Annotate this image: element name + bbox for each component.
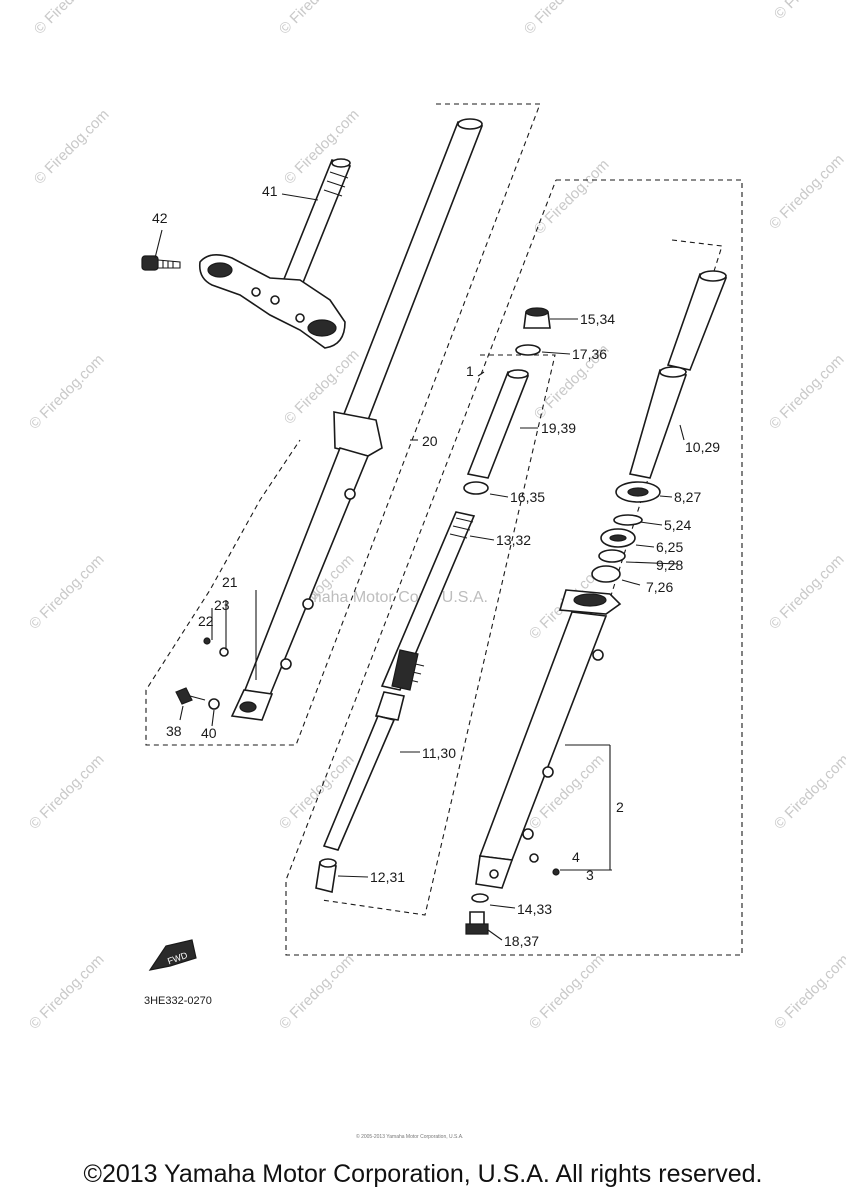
- watermark: © Firedog.com: [26, 951, 108, 1033]
- callout-9-28: 9,28: [656, 557, 683, 573]
- under-bracket: [198, 158, 352, 349]
- callout-19-39: 19,39: [541, 420, 576, 436]
- watermark: © Firedog.com: [276, 0, 358, 38]
- watermark: © Firedog.com: [771, 951, 846, 1033]
- callout-18-37: 18,37: [504, 933, 539, 949]
- callout-5-24: 5,24: [664, 517, 691, 533]
- callout-38: 38: [166, 723, 182, 739]
- fwd-arrow-icon: FWD: [148, 939, 197, 971]
- right-fork-assembly-boundary: [285, 179, 743, 956]
- leader-lines: [154, 193, 685, 941]
- callout-10-29: 10,29: [685, 439, 720, 455]
- callout-22: 22: [198, 613, 214, 629]
- callout-13-32: 13,32: [496, 532, 531, 548]
- assembly-boundaries: [145, 103, 743, 956]
- callout-14-33: 14,33: [517, 901, 552, 917]
- callout-17-36: 17,36: [572, 346, 607, 362]
- watermark: © Firedog.com: [526, 951, 608, 1033]
- copyright-footer: ©2013 Yamaha Motor Corporation, U.S.A. A…: [83, 1160, 763, 1188]
- watermark: © Firedog.com: [766, 351, 846, 433]
- callout-42: 42: [152, 210, 168, 226]
- diagram-code: 3HE332-0270: [144, 995, 212, 1007]
- callout-6-25: 6,25: [656, 539, 683, 555]
- center-watermark: Yamaha Motor Corp. U.S.A.: [290, 589, 488, 606]
- front-fork-exploded-diagram: © Firedog.com © Firedog.com © Firedog.co…: [26, 0, 846, 1140]
- callout-7-26: 7,26: [646, 579, 673, 595]
- watermark: © Firedog.com: [521, 0, 603, 38]
- callout-15-34: 15,34: [580, 311, 615, 327]
- watermark: © Firedog.com: [766, 151, 846, 233]
- watermark: © Firedog.com: [31, 106, 113, 188]
- watermark-layer: © Firedog.com © Firedog.com © Firedog.co…: [26, 0, 846, 1033]
- callout-11-30: 11,30: [422, 745, 456, 761]
- callout-21: 21: [222, 574, 238, 590]
- callout-8-27: 8,27: [674, 489, 701, 505]
- callout-labels: 41 42 20 21 23 22 38 40 1 15,34 17,36 19…: [144, 183, 720, 1140]
- left-fork-assembly-boundary: [145, 103, 541, 746]
- callout-20: 20: [422, 433, 438, 449]
- tiny-print: © 2005-2013 Yamaha Motor Corporation, U.…: [356, 1133, 463, 1140]
- watermark: © Firedog.com: [26, 351, 108, 433]
- right-outer-tube: [475, 589, 622, 889]
- watermark: © Firedog.com: [771, 751, 846, 833]
- callout-40: 40: [201, 725, 217, 741]
- watermark: © Firedog.com: [26, 751, 108, 833]
- callout-41: 41: [262, 183, 278, 199]
- bottom-bolt: [465, 893, 489, 935]
- watermark: © Firedog.com: [531, 156, 613, 238]
- left-small-parts: [175, 637, 229, 710]
- callout-2: 2: [616, 799, 624, 815]
- damper-parts-boundary: [321, 354, 556, 916]
- damper-parts: [315, 307, 551, 893]
- callout-12-31: 12,31: [370, 869, 405, 885]
- watermark: © Firedog.com: [771, 0, 846, 23]
- watermark: © Firedog.com: [276, 951, 358, 1033]
- bolt-42: [141, 255, 181, 271]
- callout-3: 3: [586, 867, 594, 883]
- left-fork-assembly: [230, 118, 484, 721]
- watermark: © Firedog.com: [281, 106, 363, 188]
- callout-16-35: 16,35: [510, 489, 545, 505]
- watermark: © Firedog.com: [31, 0, 113, 38]
- callout-1: 1: [466, 363, 474, 379]
- watermark: © Firedog.com: [26, 551, 108, 633]
- watermark: © Firedog.com: [766, 551, 846, 633]
- callout-4: 4: [572, 849, 580, 865]
- right-fork-inner-parts: [591, 270, 728, 583]
- callout-23: 23: [214, 597, 230, 613]
